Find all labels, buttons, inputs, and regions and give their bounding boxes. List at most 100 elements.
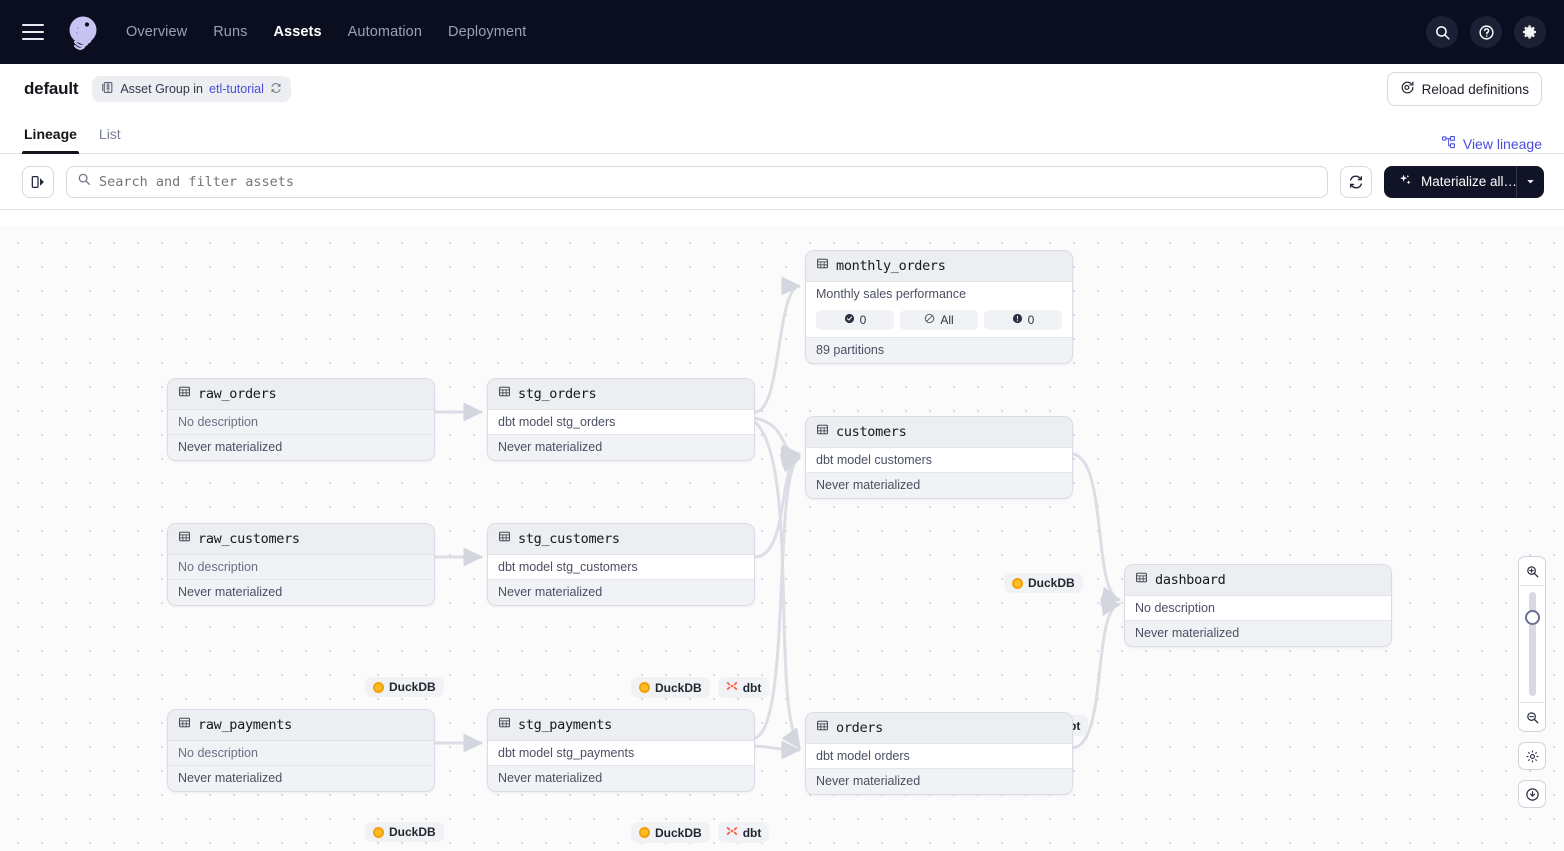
tab-list[interactable]: List [99, 114, 121, 153]
nav-link-assets[interactable]: Assets [273, 24, 321, 40]
asset-node-raw_customers[interactable]: raw_customers No description Never mater… [167, 523, 435, 606]
asset-tags-stg_customers: DuckDB dbt [631, 822, 769, 843]
asset-node-description: dbt model customers [806, 448, 1072, 473]
asset-node-stg_payments[interactable]: stg_payments dbt model stg_payments Neve… [487, 709, 755, 792]
tag-label: DuckDB [655, 681, 702, 695]
tag-duckdb[interactable]: DuckDB [365, 677, 444, 697]
zoom-out-icon[interactable] [1518, 703, 1546, 731]
asset-node-description: dbt model stg_payments [488, 741, 754, 766]
gear-icon[interactable] [1514, 16, 1546, 48]
asset-node-customers[interactable]: customers dbt model customers Never mate… [805, 416, 1073, 499]
duckdb-icon [1012, 578, 1023, 589]
asset-node-description: dbt model orders [806, 744, 1072, 769]
dagster-logo[interactable] [62, 11, 104, 53]
lineage-icon [1441, 135, 1456, 153]
help-icon[interactable] [1470, 16, 1502, 48]
asset-node-status: Never materialized [1125, 621, 1391, 646]
refresh-icon[interactable] [270, 82, 282, 97]
chevron-down-icon [1525, 176, 1536, 187]
zoom-slider-track [1529, 592, 1536, 696]
reload-definitions-button[interactable]: Reload definitions [1387, 72, 1542, 106]
tab-lineage[interactable]: Lineage [24, 114, 77, 153]
asset-node-raw_orders[interactable]: raw_orders No description Never material… [167, 378, 435, 461]
view-lineage-label: View lineage [1463, 136, 1542, 152]
search-icon [77, 172, 91, 191]
tag-dbt[interactable]: dbt [718, 822, 770, 843]
duckdb-icon [639, 827, 650, 838]
tag-duckdb[interactable]: DuckDB [631, 822, 710, 843]
tabs-bar: Lineage List View lineage [0, 114, 1564, 154]
asset-node-orders[interactable]: orders dbt model orders Never materializ… [805, 712, 1073, 795]
reload-icon [1400, 80, 1415, 98]
duckdb-icon [373, 827, 384, 838]
asset-node-title: stg_payments [518, 717, 612, 733]
asset-node-dashboard[interactable]: dashboard No description Never materiali… [1124, 564, 1392, 647]
tag-duckdb[interactable]: DuckDB [365, 822, 444, 842]
materialize-all-button[interactable]: Materialize all… [1384, 166, 1516, 198]
asset-node-header: customers [806, 417, 1072, 448]
search-icon[interactable] [1426, 16, 1458, 48]
table-icon [816, 257, 829, 275]
asset-node-header: monthly_orders [806, 251, 1072, 282]
reload-definitions-label: Reload definitions [1422, 82, 1529, 97]
nav-link-automation[interactable]: Automation [348, 24, 422, 40]
tag-duckdb[interactable]: DuckDB [631, 677, 710, 698]
asset-node-header: raw_orders [168, 379, 434, 410]
refresh-graph-button[interactable] [1340, 166, 1372, 198]
asset-group-breadcrumb[interactable]: Asset Group in etl-tutorial [92, 76, 291, 102]
asset-node-status: Never materialized [806, 473, 1072, 498]
asset-node-header: dashboard [1125, 565, 1391, 596]
asset-node-header: stg_customers [488, 524, 754, 555]
asset-node-stg_customers[interactable]: stg_customers dbt model stg_customers Ne… [487, 523, 755, 606]
primary-nav-links: Overview Runs Assets Automation Deployme… [126, 24, 526, 40]
nav-right-actions [1426, 16, 1546, 48]
duckdb-icon [639, 682, 650, 693]
tag-label: DuckDB [389, 825, 436, 839]
asset-node-title: stg_orders [518, 386, 596, 402]
nav-link-runs[interactable]: Runs [213, 24, 247, 40]
asset-node-description: Monthly sales performance [806, 282, 1072, 306]
asset-node-stg_orders[interactable]: stg_orders dbt model stg_orders Never ma… [487, 378, 755, 461]
asset-group-icon [101, 81, 114, 97]
tag-label: DuckDB [655, 826, 702, 840]
partition-status-bar: 0 All [806, 306, 1072, 337]
nav-link-deployment[interactable]: Deployment [448, 24, 526, 40]
asset-node-status: Never materialized [488, 766, 754, 791]
missing-circle-icon [924, 313, 935, 327]
dbt-icon [726, 680, 738, 695]
graph-settings-button[interactable] [1518, 742, 1546, 770]
search-input[interactable] [99, 174, 1317, 190]
zoom-stack [1518, 556, 1546, 732]
materialize-dropdown-button[interactable] [1516, 166, 1544, 198]
tag-duckdb[interactable]: DuckDB [1004, 573, 1083, 593]
graph-toolbar: Materialize all… [0, 154, 1564, 210]
asset-node-status: Never materialized [806, 769, 1072, 794]
asset-node-monthly_orders[interactable]: monthly_orders Monthly sales performance… [805, 250, 1073, 364]
fit-to-screen-button[interactable] [1518, 780, 1546, 808]
partition-missing-count[interactable]: All [900, 310, 978, 330]
asset-node-raw_payments[interactable]: raw_payments No description Never materi… [167, 709, 435, 792]
tag-dbt[interactable]: dbt [718, 677, 770, 698]
asset-group-link[interactable]: etl-tutorial [209, 82, 264, 96]
table-icon [816, 719, 829, 737]
zoom-slider-thumb[interactable] [1525, 610, 1540, 625]
zoom-slider[interactable] [1518, 585, 1546, 703]
panel-toggle-icon[interactable] [22, 166, 54, 198]
search-field-wrapper[interactable] [66, 166, 1328, 198]
partition-total-label: 89 partitions [806, 337, 1072, 363]
asset-node-status: Never materialized [168, 766, 434, 791]
table-icon [498, 385, 511, 403]
nav-link-overview[interactable]: Overview [126, 24, 187, 40]
asset-node-header: stg_payments [488, 710, 754, 741]
lineage-canvas[interactable]: raw_orders No description Never material… [0, 226, 1564, 851]
asset-node-title: raw_customers [198, 531, 300, 547]
partition-failed-count[interactable]: 0 [984, 310, 1062, 330]
table-icon [498, 716, 511, 734]
asset-node-description: dbt model stg_orders [488, 410, 754, 435]
view-lineage-link[interactable]: View lineage [1441, 135, 1542, 153]
partition-materialized-count[interactable]: 0 [816, 310, 894, 330]
hamburger-icon[interactable] [22, 24, 44, 40]
zoom-in-icon[interactable] [1518, 557, 1546, 585]
asset-node-header: raw_payments [168, 710, 434, 741]
